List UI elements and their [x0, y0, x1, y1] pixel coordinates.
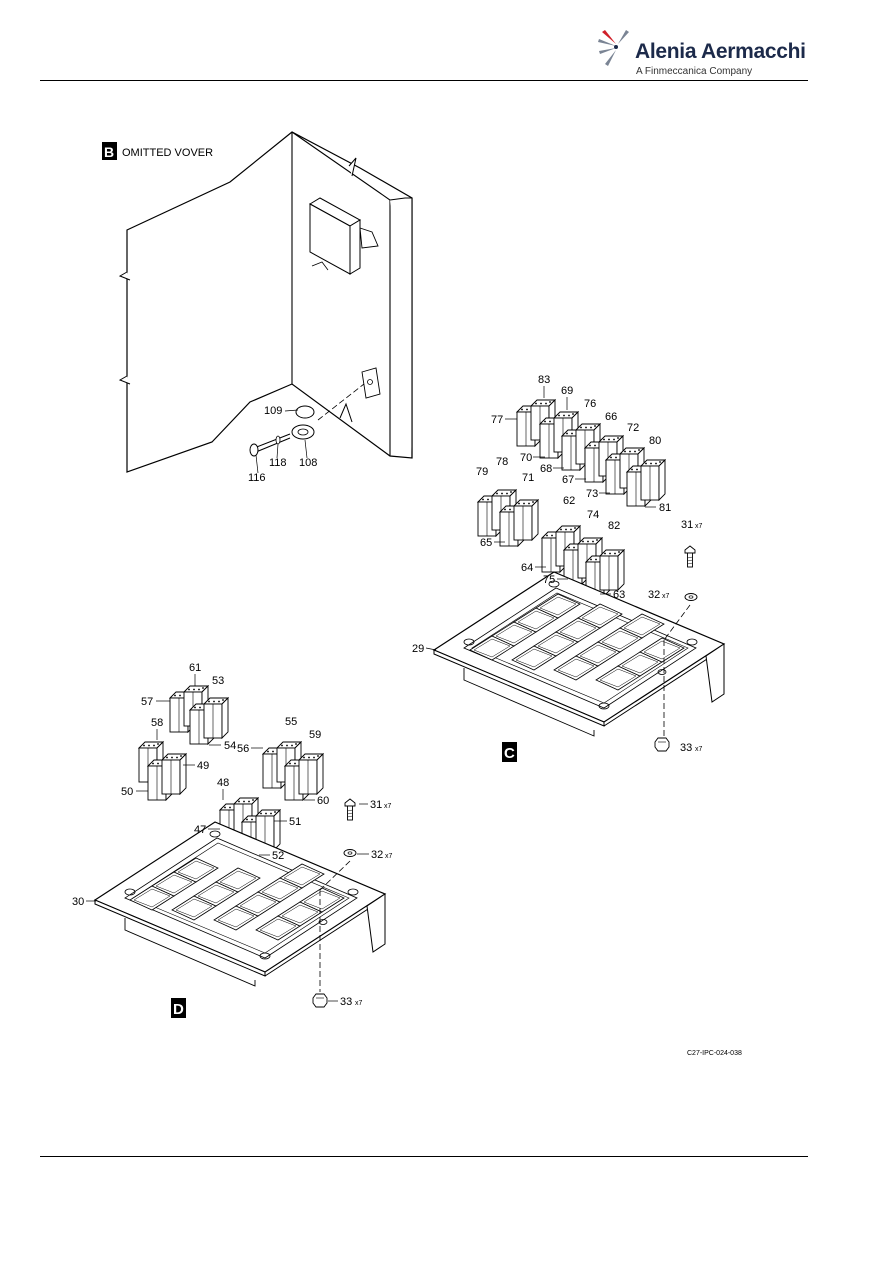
callout-56: 56	[237, 743, 249, 755]
view-d-badge	[171, 998, 186, 1018]
multiplier-33-c: x7	[695, 746, 703, 753]
callout-73: 73	[586, 488, 598, 500]
callout-61: 61	[189, 662, 201, 674]
callout-47: 47	[194, 824, 206, 836]
callout-58: 58	[151, 717, 163, 729]
callout-109: 109	[264, 405, 282, 417]
callout-79: 79	[476, 466, 488, 478]
callout-33-c: 33	[680, 742, 692, 754]
callout-29: 29	[412, 643, 424, 655]
callout-31-d: 31	[370, 799, 382, 811]
callout-68: 68	[540, 463, 552, 475]
callout-51: 51	[289, 816, 301, 828]
callout-75: 75	[543, 574, 555, 586]
callout-54: 54	[224, 740, 236, 752]
callout-50: 50	[121, 786, 133, 798]
callout-83: 83	[538, 374, 550, 386]
callout-72: 72	[627, 422, 639, 434]
callout-57: 57	[141, 696, 153, 708]
callout-74: 74	[587, 509, 599, 521]
callout-71: 71	[522, 472, 534, 484]
propeller-logo-icon	[598, 30, 629, 66]
callout-70: 70	[520, 452, 532, 464]
callout-55: 55	[285, 716, 297, 728]
callout-52: 52	[272, 850, 284, 862]
callout-80: 80	[649, 435, 661, 447]
callout-67: 67	[562, 474, 574, 486]
callout-65: 65	[480, 537, 492, 549]
figure-reference: C27-IPC-024-038	[687, 1050, 742, 1057]
callout-81: 81	[659, 502, 671, 514]
company-tagline: A Finmeccanica Company	[636, 66, 753, 77]
callout-77: 77	[491, 414, 503, 426]
view-b-title: OMITTED VOVER	[122, 147, 213, 159]
callout-66: 66	[605, 411, 617, 423]
footer-rule	[40, 1156, 808, 1157]
view-c-letter: C	[504, 745, 515, 762]
callout-118: 118	[269, 457, 287, 469]
callout-59: 59	[309, 729, 321, 741]
multiplier-31-d: x7	[384, 803, 392, 810]
callout-78: 78	[496, 456, 508, 468]
multiplier-32-c: x7	[662, 593, 670, 600]
callout-32-d: 32	[371, 849, 383, 861]
multiplier-32-d: x7	[385, 853, 393, 860]
view-b-cabinet	[118, 131, 413, 473]
multiplier-31-c: x7	[695, 523, 703, 530]
callout-31-c: 31	[681, 519, 693, 531]
company-logo	[596, 26, 796, 84]
view-c-relay-assembly	[433, 400, 725, 752]
callout-64: 64	[521, 562, 533, 574]
company-name: Alenia Aermacchi	[635, 40, 806, 63]
header-rule	[40, 80, 808, 81]
view-d-relay-assembly	[94, 686, 386, 1008]
callout-53: 53	[212, 675, 224, 687]
callout-32-c: 32	[648, 589, 660, 601]
callout-116: 116	[248, 472, 266, 484]
callout-60: 60	[317, 795, 329, 807]
callout-30: 30	[72, 896, 84, 908]
view-b-badge	[102, 142, 117, 160]
callout-76: 76	[584, 398, 596, 410]
callout-108: 108	[299, 457, 317, 469]
callout-48: 48	[217, 777, 229, 789]
view-d-letter: D	[173, 1001, 184, 1018]
callout-62: 62	[563, 495, 575, 507]
view-b-letter: B	[104, 144, 114, 160]
callout-82: 82	[608, 520, 620, 532]
callout-69: 69	[561, 385, 573, 397]
callout-63: 63	[613, 589, 625, 601]
multiplier-33-d: x7	[355, 1000, 363, 1007]
callout-49: 49	[197, 760, 209, 772]
callout-33-d: 33	[340, 996, 352, 1008]
view-c-badge	[502, 742, 517, 762]
